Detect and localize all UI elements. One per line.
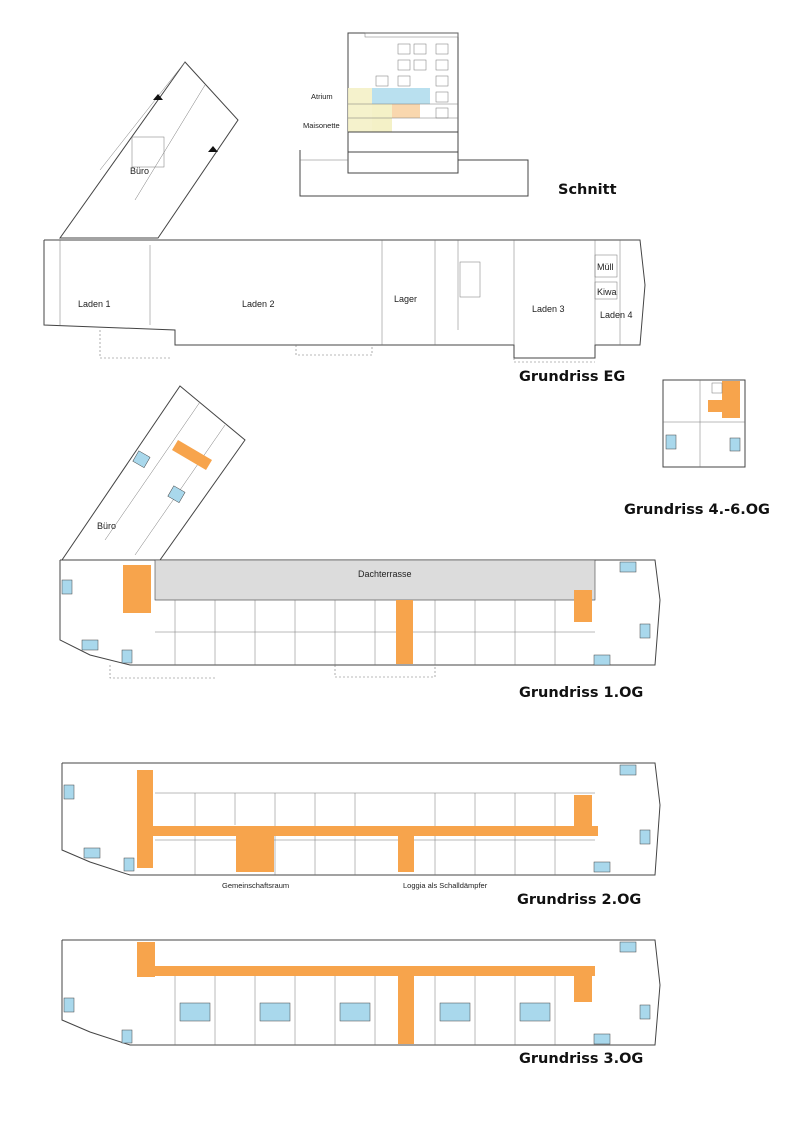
og1-room-buero: Büro — [97, 521, 116, 531]
eg-room-laden4: Laden 4 — [600, 310, 633, 320]
section-label-maisonette: Maisonette — [303, 121, 340, 130]
og1-room-dachterrasse: Dachterrasse — [358, 569, 412, 579]
eg-room-muell: Müll — [597, 262, 614, 272]
floorplan-og2: Gemeinschaftsraum Loggia als Schalldämpf… — [61, 762, 661, 908]
og1-title: Grundriss 1.OG — [519, 685, 643, 701]
floorplan-og1: Büro Dachterrasse Grundriss 1.OG — [59, 385, 661, 701]
og2-title: Grundriss 2.OG — [517, 892, 641, 908]
eg-room-buero: Büro — [130, 166, 149, 176]
eg-room-laden2: Laden 2 — [242, 299, 275, 309]
eg-room-lager: Lager — [394, 294, 417, 304]
section-label-atrium: Atrium — [311, 92, 333, 101]
floorplan-og46: Grundriss 4.-6.OG — [624, 379, 770, 518]
section-drawing: Atrium Maisonette Schnitt — [299, 32, 617, 198]
section-title: Schnitt — [558, 182, 617, 198]
floorplan-eg: Büro Laden 1 Laden 2 Lager Laden 3 Laden… — [43, 61, 646, 385]
og3-title: Grundriss 3.OG — [519, 1051, 643, 1067]
og2-label-loggia: Loggia als Schalldämpfer — [403, 881, 488, 890]
eg-room-laden1: Laden 1 — [78, 299, 111, 309]
eg-title: Grundriss EG — [519, 369, 625, 385]
floorplan-og3: Grundriss 3.OG — [61, 939, 661, 1067]
eg-room-kiwa: Kiwa — [597, 287, 617, 297]
og2-label-gemeinschaftsraum: Gemeinschaftsraum — [222, 881, 289, 890]
eg-room-laden3: Laden 3 — [532, 304, 565, 314]
og46-title: Grundriss 4.-6.OG — [624, 502, 770, 518]
